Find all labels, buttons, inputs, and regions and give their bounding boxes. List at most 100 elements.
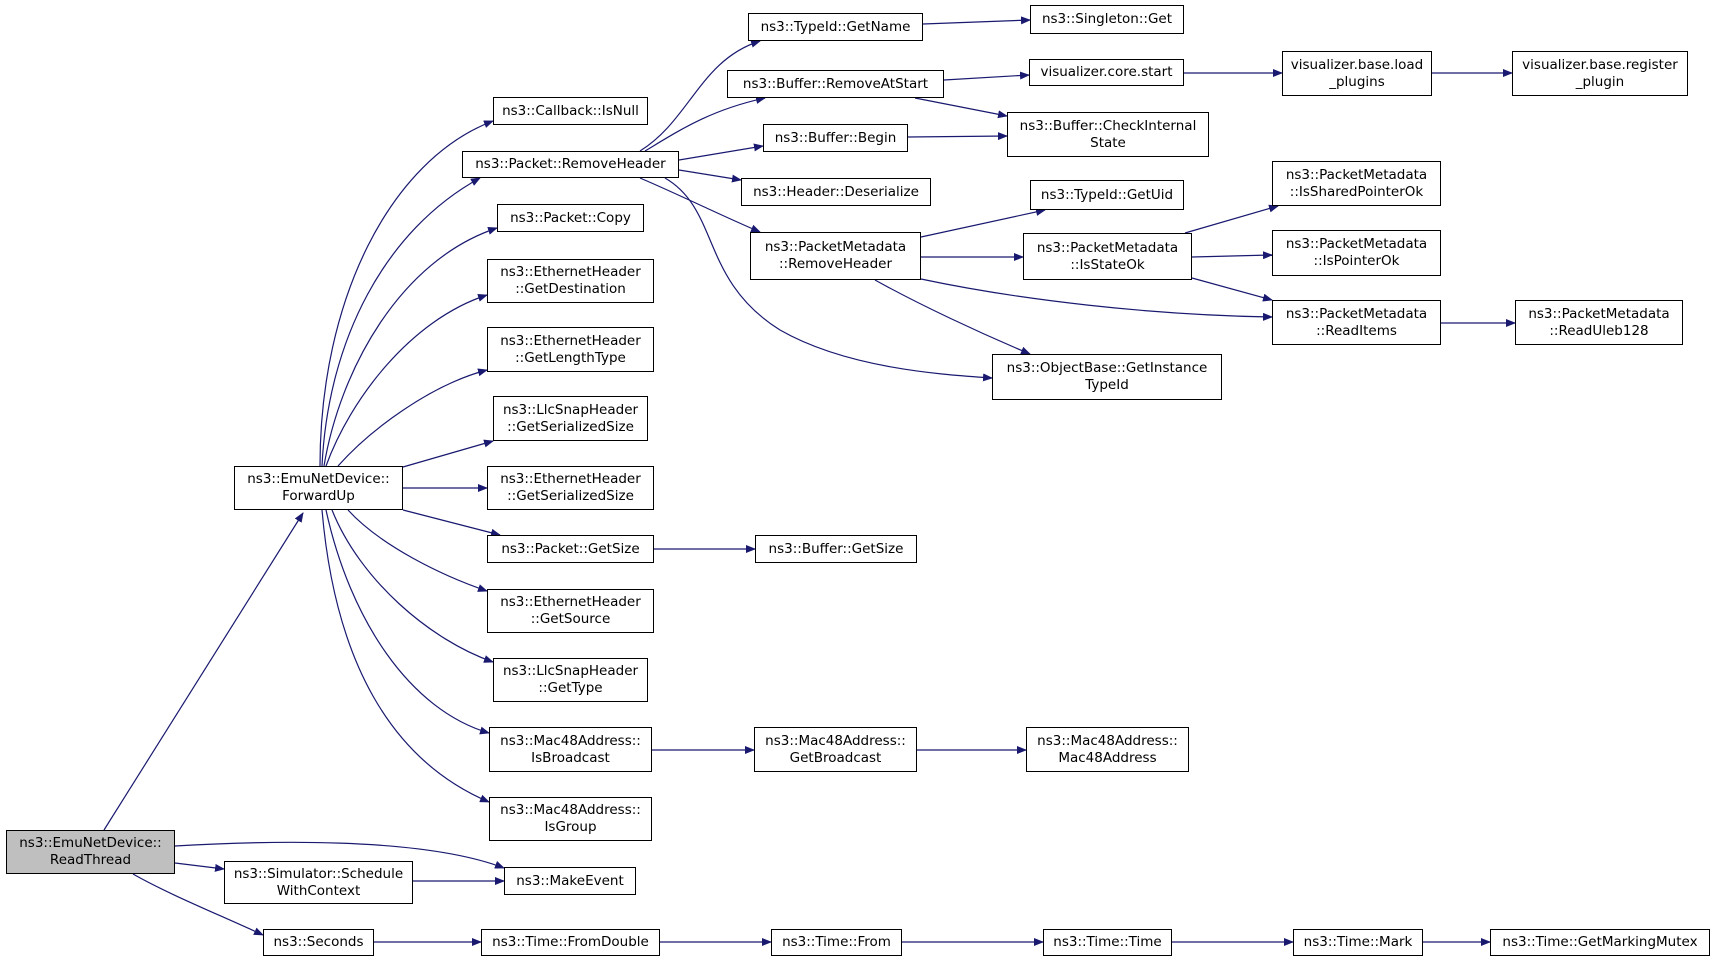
node-pm_ispointerok[interactable]: ns3::PacketMetadata::IsPointerOk <box>1272 230 1441 276</box>
edge-pm_removeheader-to-objbase_getinstancetypeid <box>874 279 1031 355</box>
node-llc_gettype[interactable]: ns3::LlcSnapHeader::GetType <box>493 658 648 702</box>
node-pm_removeheader[interactable]: ns3::PacketMetadata::RemoveHeader <box>750 232 921 280</box>
node-label-line: IsGroup <box>544 819 597 835</box>
node-label-line: ns3::Time::FromDouble <box>492 934 649 950</box>
node-fromdouble[interactable]: ns3::Time::FromDouble <box>481 929 660 956</box>
edge-pkt_removeheader-to-buf_begin <box>678 143 764 161</box>
edge-buf_removeatstart-to-buf_checkinternalstate <box>914 97 1008 119</box>
node-pkt_copy[interactable]: ns3::Packet::Copy <box>497 204 644 232</box>
node-timemark[interactable]: ns3::Time::Mark <box>1293 929 1423 956</box>
node-label-line: ns3::Mac48Address:: <box>500 802 641 818</box>
node-eth_getserializedsize[interactable]: ns3::EthernetHeader::GetSerializedSize <box>487 466 654 510</box>
node-label-line: ::GetSerializedSize <box>507 418 634 435</box>
node-mac_getbroadcast[interactable]: ns3::Mac48Address::GetBroadcast <box>754 727 917 772</box>
node-label-line: ns3::Packet::GetSize <box>501 540 640 557</box>
node-label-line: ns3::Buffer::GetSize <box>768 540 904 557</box>
node-label-line: ns3::Singleton::Get <box>1041 11 1173 27</box>
node-label-line: WithContext <box>276 882 361 899</box>
node-label-line: Mac48Address <box>1058 749 1157 766</box>
node-label-line: ::GetDestination <box>515 281 626 297</box>
node-buf_removeatstart[interactable]: ns3::Buffer::RemoveAtStart <box>727 70 944 98</box>
node-seconds[interactable]: ns3::Seconds <box>263 929 374 956</box>
node-mac_mac48address[interactable]: ns3::Mac48Address::Mac48Address <box>1026 727 1189 772</box>
node-mac_isbroadcast[interactable]: ns3::Mac48Address::IsBroadcast <box>489 727 652 772</box>
node-typeid_getname[interactable]: ns3::TypeId::GetName <box>748 13 923 41</box>
node-label-line: ReadThread <box>49 852 132 868</box>
node-label-line: ::GetType <box>538 680 603 696</box>
node-pm_readitems[interactable]: ns3::PacketMetadata::ReadItems <box>1272 300 1441 345</box>
edge-pkt_removeheader-to-typeid_getname <box>639 39 761 152</box>
node-label-line: ::RemoveHeader <box>778 256 893 272</box>
node-label-line: visualizer.core.start <box>1040 64 1173 80</box>
node-label-line: ::ReadUleb128 <box>1549 322 1649 339</box>
node-eth_getdestination[interactable]: ns3::EthernetHeader::GetDestination <box>487 259 654 303</box>
node-forwardup[interactable]: ns3::EmuNetDevice::ForwardUp <box>234 466 403 510</box>
node-vis_load_plugins[interactable]: visualizer.base.load_plugins <box>1282 51 1432 96</box>
node-label-line: ns3::Packet::Copy <box>510 209 631 226</box>
edge-pm_isstateok-to-pm_issharedpointerok <box>1184 204 1279 234</box>
node-label-line: TypeId <box>1085 377 1129 393</box>
edge-pm_isstateok-to-pm_ispointerok <box>1191 251 1273 260</box>
node-pm_issharedpointerok[interactable]: ns3::PacketMetadata::IsSharedPointerOk <box>1272 161 1441 206</box>
node-label-line: ::IsSharedPointerOk <box>1289 183 1424 200</box>
node-label-line: ns3::Buffer::CheckInternal <box>1019 117 1197 134</box>
node-vis_register_plugin[interactable]: visualizer.base.register_plugin <box>1512 51 1688 96</box>
node-label-line: ns3::EthernetHeader <box>500 471 641 487</box>
node-label-line: ns3::Time::Time <box>1053 934 1162 950</box>
edge-typeid_getname-to-singleton_get <box>922 16 1031 25</box>
edge-forwardup-to-isnull <box>319 120 494 467</box>
node-label-line: ns3::MakeEvent <box>516 872 624 889</box>
node-timetime[interactable]: ns3::Time::Time <box>1043 929 1172 956</box>
edge-forwardup-to-mac_isbroadcast <box>325 509 490 735</box>
node-label-line: ns3::Simulator::Schedule <box>233 865 404 882</box>
node-label-line: visualizer.base.load <box>1290 56 1424 73</box>
node-buf_getsize[interactable]: ns3::Buffer::GetSize <box>755 535 917 563</box>
node-pm_readuleb128[interactable]: ns3::PacketMetadata::ReadUleb128 <box>1515 300 1683 345</box>
node-vis_core_start[interactable]: visualizer.core.start <box>1029 59 1184 86</box>
edge-forwardup-to-eth_getlengthtype <box>337 368 488 467</box>
node-singleton_get[interactable]: ns3::Singleton::Get <box>1030 5 1184 34</box>
node-label-line: _plugins <box>1329 73 1385 90</box>
node-label-line: ns3::Mac48Address:: <box>500 732 641 749</box>
node-hdr_deserialize[interactable]: ns3::Header::Deserialize <box>741 178 931 206</box>
node-eth_getlengthtype[interactable]: ns3::EthernetHeader::GetLengthType <box>487 327 654 372</box>
node-makeevent[interactable]: ns3::MakeEvent <box>504 867 636 895</box>
node-getmarkingmutex[interactable]: ns3::Time::GetMarkingMutex <box>1490 929 1710 956</box>
node-label-line: ns3::EthernetHeader <box>500 264 641 280</box>
edge-readthread-to-seconds <box>132 873 264 936</box>
node-timefrom[interactable]: ns3::Time::From <box>771 929 902 956</box>
edge-pm_removeheader-to-pm_readitems <box>920 278 1273 321</box>
node-label-line: ns3::PacketMetadata <box>1528 305 1670 322</box>
node-llc_getserializedsize[interactable]: ns3::LlcSnapHeader::GetSerializedSize <box>493 396 648 441</box>
node-typeid_getuid[interactable]: ns3::TypeId::GetUid <box>1030 180 1184 210</box>
node-eth_getsource[interactable]: ns3::EthernetHeader::GetSource <box>487 589 654 633</box>
edge-forwardup-to-mac_isgroup <box>321 509 490 803</box>
node-label-line: ns3::EmuNetDevice:: <box>247 471 390 487</box>
node-pkt_getsize[interactable]: ns3::Packet::GetSize <box>487 535 654 563</box>
edge-readthread-to-makeevent <box>174 841 505 869</box>
node-label-line: ns3::LlcSnapHeader <box>502 663 639 679</box>
node-pkt_removeheader[interactable]: ns3::Packet::RemoveHeader <box>462 151 679 178</box>
edge-forwardup-to-llc_gettype <box>331 509 494 663</box>
node-label-line: ns3::Header::Deserialize <box>753 183 919 200</box>
edge-forwardup-to-eth_getsource <box>347 509 488 592</box>
edge-pm_removeheader-to-typeid_getuid <box>920 208 1046 238</box>
node-pm_isstateok[interactable]: ns3::PacketMetadata::IsStateOk <box>1023 233 1192 280</box>
node-isnull[interactable]: ns3::Callback::IsNull <box>493 97 648 125</box>
node-buf_begin[interactable]: ns3::Buffer::Begin <box>763 124 908 152</box>
node-label-line: ns3::TypeId::GetName <box>760 18 911 35</box>
node-label-line: ns3::EthernetHeader <box>500 594 641 610</box>
edge-pm_isstateok-to-pm_readitems <box>1191 277 1273 302</box>
node-label-line: ns3::EthernetHeader <box>500 332 641 349</box>
edge-forwardup-to-pkt_removeheader <box>321 177 481 467</box>
node-mac_isgroup[interactable]: ns3::Mac48Address::IsGroup <box>489 797 652 841</box>
node-label-line: ::GetLengthType <box>515 349 626 366</box>
node-label-line: ns3::Mac48Address:: <box>1037 732 1178 749</box>
node-label-line: ::ReadItems <box>1316 322 1397 339</box>
node-readthread[interactable]: ns3::EmuNetDevice::ReadThread <box>6 830 175 874</box>
